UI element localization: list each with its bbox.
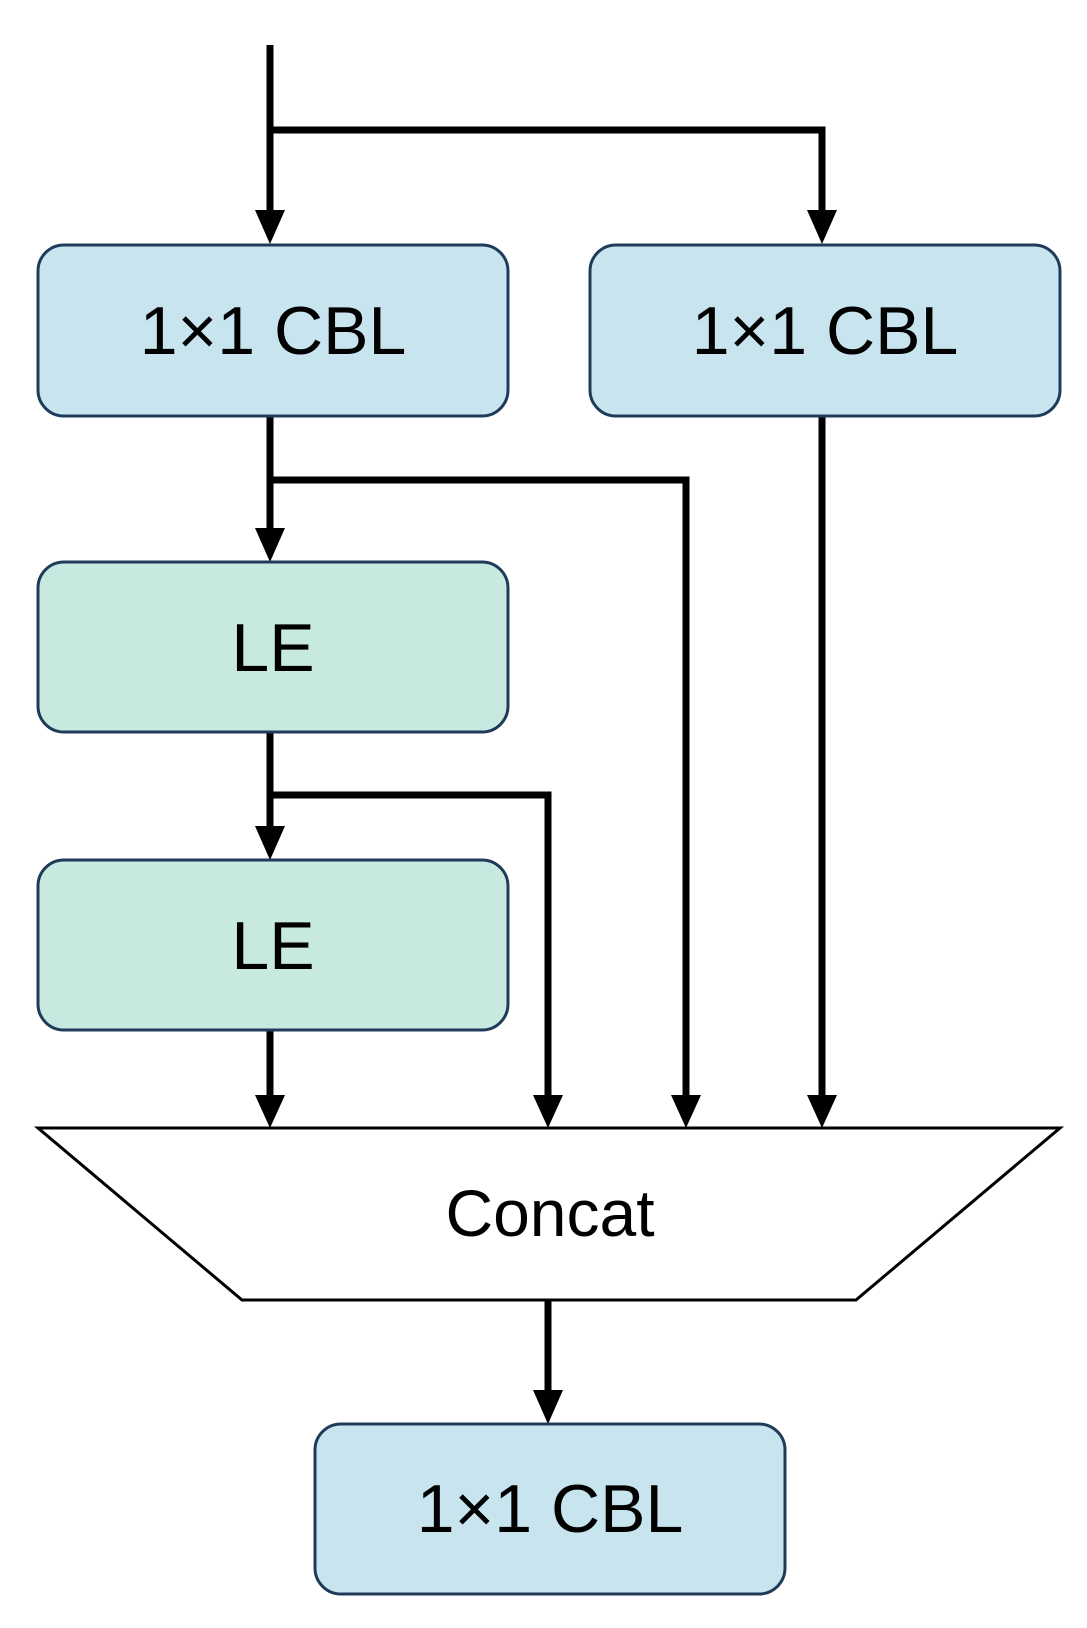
arrowhead-icon [255, 826, 285, 860]
cbl-right-node: 1×1 CBL [588, 243, 1062, 418]
cbl-output-box [313, 1422, 787, 1596]
input-edge-right [270, 126, 826, 212]
concat-label: Concat [445, 1176, 654, 1250]
concat-node: Concat [33, 1126, 1065, 1302]
le-bottom-box [36, 858, 510, 1032]
concat-shape [33, 1126, 1065, 1302]
arrowhead-icon [255, 1095, 285, 1128]
le-top-box [36, 560, 510, 734]
arrowhead-icon [255, 528, 285, 562]
cbl-left-node: 1×1 CBL [36, 243, 510, 418]
arrowhead-icon [807, 1095, 837, 1128]
cbl-skip-edge [270, 476, 690, 1097]
le-bottom-node: LE [36, 858, 510, 1032]
cbl-left-label: 1×1 CBL [140, 293, 407, 369]
arrowhead-icon [533, 1095, 563, 1128]
cbl-output-node: 1×1 CBL [313, 1422, 787, 1596]
arrowheads [255, 210, 837, 1424]
cbl-right-box [588, 243, 1062, 418]
cbl-left-box [36, 243, 510, 418]
arrowhead-icon [255, 210, 285, 244]
edges [266, 45, 826, 1392]
cbl-output-label: 1×1 CBL [417, 1471, 684, 1547]
arrowhead-icon [807, 210, 837, 244]
arrowhead-icon [533, 1390, 563, 1424]
cbl-right-label: 1×1 CBL [692, 293, 959, 369]
arrowhead-icon [671, 1095, 701, 1128]
le-bottom-label: LE [231, 908, 314, 984]
le-skip-edge [270, 791, 552, 1097]
le-top-node: LE [36, 560, 510, 734]
le-top-label: LE [231, 610, 314, 686]
